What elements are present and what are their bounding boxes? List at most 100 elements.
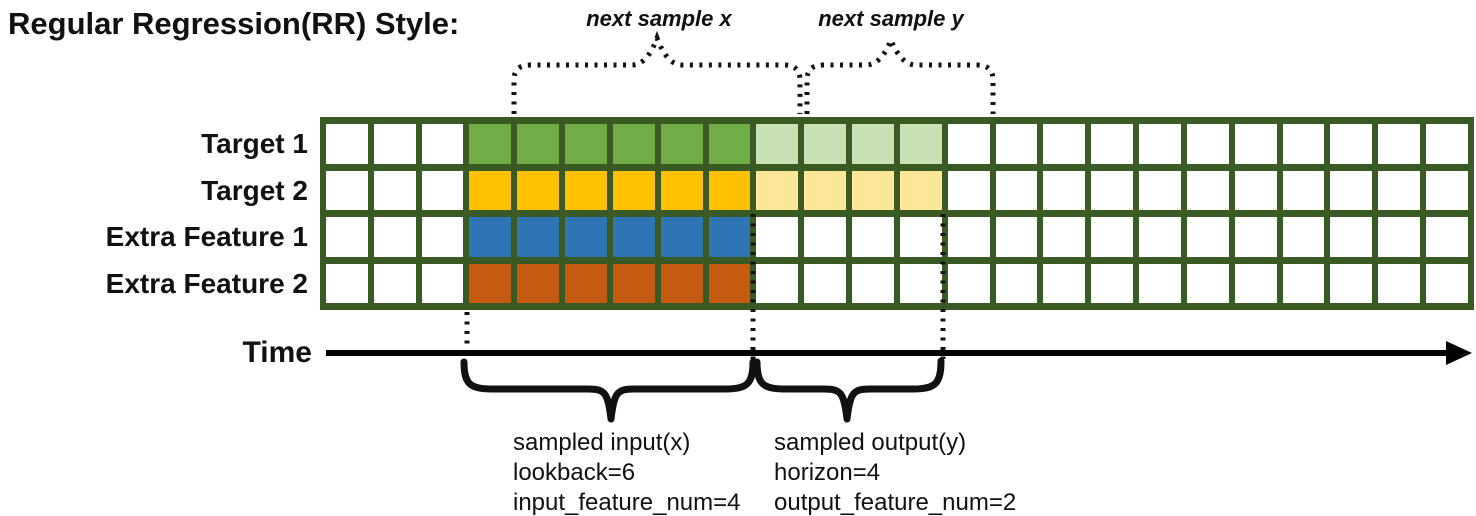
grid-cell bbox=[565, 217, 607, 257]
grid-cell bbox=[660, 170, 703, 210]
grid-cell bbox=[1282, 217, 1325, 257]
grid-cell bbox=[1186, 217, 1229, 257]
grid-cell bbox=[1426, 217, 1468, 257]
grid-cell bbox=[899, 217, 942, 257]
grid-cell bbox=[517, 170, 560, 210]
grid-cell bbox=[1282, 124, 1325, 164]
grid-cell bbox=[804, 124, 847, 164]
grid-cell bbox=[899, 263, 942, 303]
grid-cell bbox=[1091, 170, 1134, 210]
grid-cell bbox=[1330, 263, 1373, 303]
grid-cell bbox=[899, 124, 942, 164]
grid-cell bbox=[1378, 217, 1421, 257]
grid-cell bbox=[852, 217, 894, 257]
next-sample-x-label: next sample x bbox=[586, 6, 732, 31]
grid-cell bbox=[421, 263, 464, 303]
grid-cell bbox=[1234, 124, 1277, 164]
annotation-line: input_feature_num=4 bbox=[513, 489, 741, 516]
grid-cell bbox=[421, 124, 464, 164]
grid-cell bbox=[565, 170, 607, 210]
grid-cell bbox=[947, 170, 990, 210]
grid-cell bbox=[612, 263, 655, 303]
row-label-target-2: Target 2 bbox=[201, 174, 308, 206]
grid-cell bbox=[612, 124, 655, 164]
grid-cell bbox=[1378, 170, 1421, 210]
grid-cell bbox=[326, 124, 368, 164]
annotation-line: lookback=6 bbox=[513, 459, 636, 486]
grid-cell bbox=[708, 124, 751, 164]
grid-cell bbox=[1091, 124, 1134, 164]
grid-cell bbox=[804, 263, 847, 303]
grid-cell bbox=[1091, 217, 1134, 257]
grid-cell bbox=[373, 263, 416, 303]
grid-cell bbox=[1186, 124, 1229, 164]
grid-cell bbox=[373, 217, 416, 257]
grid-cell bbox=[565, 263, 607, 303]
grid-cell bbox=[469, 124, 512, 164]
grid-cell bbox=[756, 263, 799, 303]
grid-cell bbox=[899, 170, 942, 210]
grid-cell bbox=[756, 124, 799, 164]
sampled-output-brace-icon bbox=[753, 357, 945, 423]
grid-cell bbox=[1139, 124, 1181, 164]
grid-cell bbox=[852, 263, 894, 303]
grid-cell bbox=[469, 217, 512, 257]
grid-cell bbox=[1186, 263, 1229, 303]
grid-cell bbox=[995, 170, 1038, 210]
annotation-line: output_feature_num=2 bbox=[774, 489, 1017, 516]
grid-cell bbox=[517, 217, 560, 257]
grid-cell bbox=[995, 124, 1038, 164]
grid-cell bbox=[373, 124, 416, 164]
grid-cell bbox=[1378, 124, 1421, 164]
annotation-line: sampled output(y) bbox=[774, 429, 967, 456]
grid-cell bbox=[708, 170, 751, 210]
grid-cell bbox=[708, 263, 751, 303]
next-sample-x-brace-icon bbox=[511, 30, 803, 114]
grid-cell bbox=[1330, 170, 1373, 210]
next-sample-y-brace-icon bbox=[804, 33, 996, 114]
grid-cell bbox=[326, 217, 368, 257]
grid-cell bbox=[612, 217, 655, 257]
grid-cell bbox=[756, 217, 799, 257]
grid-cell bbox=[852, 170, 894, 210]
grid-cell bbox=[326, 170, 368, 210]
grid-cell bbox=[804, 170, 847, 210]
sampled-input-brace-icon bbox=[460, 358, 757, 423]
grid-cell bbox=[1234, 217, 1277, 257]
grid-cell bbox=[1282, 263, 1325, 303]
grid-cell bbox=[1234, 263, 1277, 303]
sample-grid bbox=[320, 117, 1474, 310]
grid-cell bbox=[1234, 170, 1277, 210]
grid-cell bbox=[1043, 124, 1086, 164]
grid-cell bbox=[660, 217, 703, 257]
grid-cell bbox=[469, 263, 512, 303]
grid-cell bbox=[469, 170, 512, 210]
sampled-input-annotation: sampled input(x) lookback=6 input_feature_… bbox=[513, 428, 741, 516]
annotation-line: horizon=4 bbox=[774, 459, 881, 486]
grid-cell bbox=[1139, 263, 1181, 303]
row-label-extra-feature-2: Extra Feature 2 bbox=[105, 267, 308, 299]
grid-cell bbox=[517, 124, 560, 164]
grid-cell bbox=[995, 263, 1038, 303]
grid-cell bbox=[947, 217, 990, 257]
grid-cell bbox=[1043, 263, 1086, 303]
annotation-line: sampled input(x) bbox=[513, 429, 691, 456]
grid-cell bbox=[612, 170, 655, 210]
grid-cell bbox=[1426, 124, 1468, 164]
grid-cell bbox=[421, 170, 464, 210]
grid-cell bbox=[1378, 263, 1421, 303]
grid-cell bbox=[947, 124, 990, 164]
grid-cell bbox=[660, 124, 703, 164]
grid-cell bbox=[947, 263, 990, 303]
grid-cell bbox=[1426, 263, 1468, 303]
grid-cell bbox=[421, 217, 464, 257]
grid-cell bbox=[1330, 124, 1373, 164]
grid-cell bbox=[995, 217, 1038, 257]
grid-cell bbox=[373, 170, 416, 210]
grid-cell bbox=[1186, 170, 1229, 210]
grid-cell bbox=[756, 170, 799, 210]
grid-cell bbox=[660, 263, 703, 303]
grid-cell bbox=[804, 217, 847, 257]
grid-cell bbox=[1139, 217, 1181, 257]
